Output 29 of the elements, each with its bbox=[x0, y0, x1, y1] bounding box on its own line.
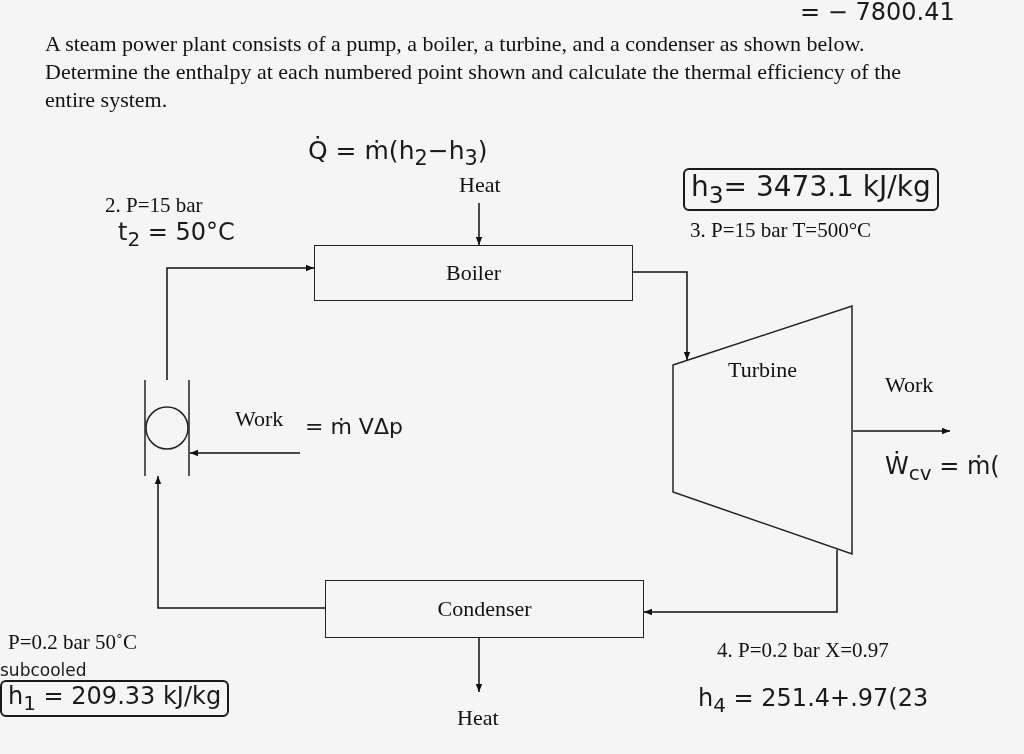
flow-arrow bbox=[189, 449, 301, 457]
flow-arrow bbox=[643, 548, 838, 616]
flow-arrow bbox=[852, 427, 951, 435]
flow-arrow bbox=[166, 264, 315, 381]
pump-symbol bbox=[144, 380, 190, 476]
state-label: 2. P=15 bar bbox=[105, 193, 203, 218]
handwritten-note: subcooled bbox=[0, 660, 87, 680]
flow-arrow bbox=[154, 475, 326, 609]
component-name: Turbine bbox=[728, 357, 797, 383]
problem-statement: A steam power plant consists of a pump, a boiler, a turbine, and a condenser as shown below. Determine the enthalpy at each numbered point shown and calculate the thermal efficiency of the entire system. bbox=[45, 30, 903, 114]
boiler-box bbox=[314, 245, 633, 301]
handwritten-note: h$_{4}$ = 251.4+.97(23 bbox=[698, 684, 929, 717]
handwritten-note: h$_{1}$ = 209.33 kJ/kg bbox=[0, 680, 230, 717]
handwritten-note: = ṁ VΔp bbox=[305, 414, 403, 439]
handwritten-note: h$_{3}$= 3473.1 kJ/kg bbox=[683, 168, 939, 211]
state-label: P=0.2 bar 50˚C bbox=[8, 630, 138, 655]
turbine-trapezoid bbox=[672, 305, 853, 555]
handwritten-note: Q̇ = ṁ(h$_{2}$−h$_{3}$) bbox=[308, 136, 488, 170]
component-name: Condenser bbox=[437, 596, 532, 622]
component-name: Boiler bbox=[446, 260, 501, 286]
condenser-box bbox=[325, 580, 644, 638]
handwritten-note: t$_{2}$ = 50°C bbox=[118, 218, 235, 251]
flow-arrow bbox=[632, 271, 691, 361]
handwritten-note: = − 7800.41 bbox=[800, 0, 955, 26]
flow-arrow bbox=[475, 637, 483, 693]
handwritten-note: Ẇ$_{cv}$ = ṁ( bbox=[885, 452, 1000, 485]
flow-arrow bbox=[475, 202, 483, 246]
state-label: 4. P=0.2 bar X=0.97 bbox=[717, 638, 889, 663]
state-label: 3. P=15 bar T=500°C bbox=[690, 218, 872, 243]
